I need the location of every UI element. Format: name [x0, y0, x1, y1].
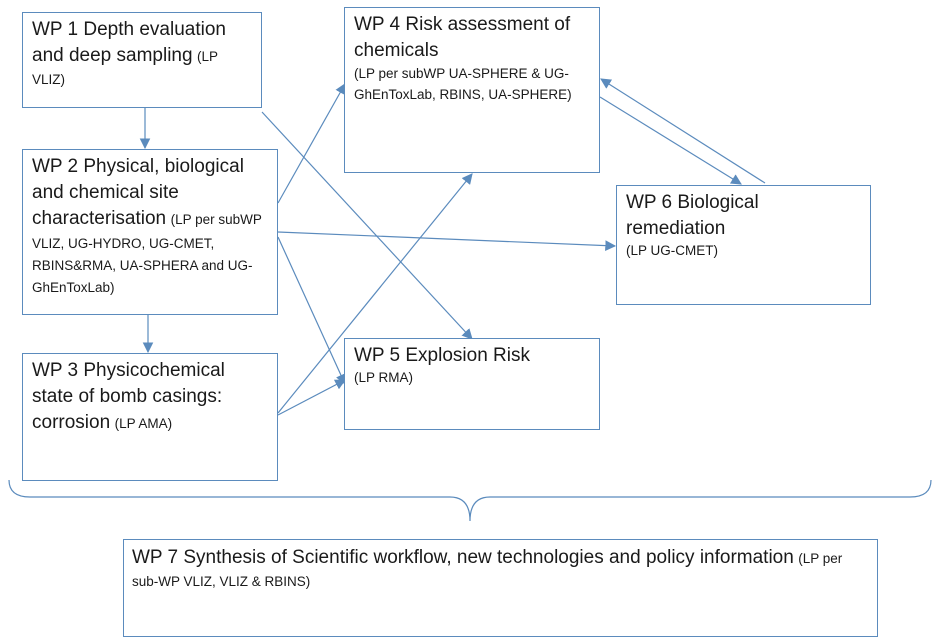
arrow-wp2-to-wp4	[277, 83, 346, 204]
wp6-lead: (LP UG-CMET)	[626, 243, 719, 259]
arrow-wp4-to-wp6	[599, 96, 742, 185]
wp2-lead: (LP per subWP VLIZ, UG-HYDRO, UG-CMET, R…	[32, 212, 262, 295]
wp4-title: WP 4 Risk assessment of chemicals	[354, 14, 571, 62]
wp7-title: WP 7 Synthesis of Scientific workflow, n…	[132, 547, 794, 568]
wp3-title: WP 3 Physicochemical state of bomb casin…	[32, 360, 225, 434]
wp2-title: WP 2 Physical, biological and chemical s…	[32, 156, 244, 230]
arrow-wp1-to-wp5	[261, 111, 473, 340]
wp7-box: WP 7 Synthesis of Scientific workflow, n…	[123, 539, 878, 637]
arrow-wp2-to-wp5	[277, 236, 346, 385]
wp5-title: WP 5 Explosion Risk	[354, 345, 530, 366]
arrow-wp3-to-wp5	[277, 379, 346, 416]
wp3-lead: (LP AMA)	[114, 416, 173, 432]
wp2-box: WP 2 Physical, biological and chemical s…	[22, 149, 278, 315]
arrow-wp2-to-wp6	[277, 231, 617, 251]
wp6-box: WP 6 Biological remediation (LP UG-CMET)	[616, 185, 871, 305]
wp7-lead: (LP per sub-WP VLIZ, VLIZ & RBINS)	[132, 551, 843, 590]
wp1-box: WP 1 Depth evaluation and deep sampling …	[22, 12, 262, 108]
wp3-box: WP 3 Physicochemical state of bomb casin…	[22, 353, 278, 481]
wp5-box: WP 5 Explosion Risk (LP RMA)	[344, 338, 600, 430]
wp1-lead: (LP VLIZ)	[32, 49, 218, 88]
wp1-title: WP 1 Depth evaluation and deep sampling	[32, 19, 226, 67]
arrow-wp3-to-wp4	[277, 173, 473, 414]
wp5-lead: (LP RMA)	[354, 370, 414, 386]
curly-brace	[8, 479, 932, 522]
wp4-box: WP 4 Risk assessment of chemicals (LP pe…	[344, 7, 600, 173]
arrow-wp6-to-wp4	[600, 78, 766, 184]
wp4-lead: (LP per subWP UA-SPHERE & UG-GhEnToxLab,…	[354, 66, 572, 103]
wp6-title: WP 6 Biological remediation	[626, 192, 759, 240]
